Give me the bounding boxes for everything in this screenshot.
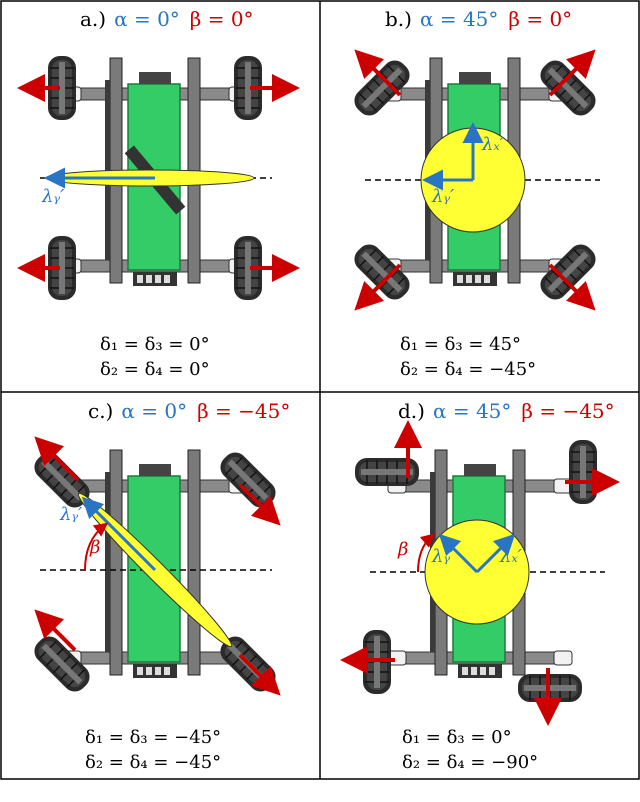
panel-d-title: d.)α = 45°β = −45° (398, 399, 615, 423)
lambda-arrow (475, 533, 516, 574)
panel-b-title: b.)α = 45°β = 0° (385, 7, 572, 31)
panel-c-title: c.)α = 0°β = −45° (88, 399, 290, 423)
force-arrows (34, 436, 281, 696)
angle-arc (417, 533, 436, 573)
angle-label: β (397, 539, 408, 560)
panel-d-eq2: δ₂ = δ₄ = −90° (402, 752, 538, 773)
lambda-arrow (438, 533, 479, 574)
angle-label: β (89, 537, 100, 558)
panel-b-eq2: δ₂ = δ₄ = −45° (400, 359, 536, 380)
lambda-label: λᵧ′ (431, 186, 454, 207)
panel-a-eq2: δ₂ = δ₄ = 0° (100, 359, 210, 380)
force-arrows (17, 74, 300, 282)
lambda-label: λᵧ′ (431, 546, 454, 567)
panel-a: a.)α = 0°β = 0° λᵧ′ δ₁ = δ₃ = 0° δ₂ = δ₄… (17, 7, 300, 380)
lambda-label: λₓ′ (499, 546, 522, 567)
panel-b: b.)α = 45°β = 0° λₓ′ λᵧ′ δ₁ = δ₃ = 45° δ… (348, 7, 602, 380)
panel-d: d.)α = 45°β = −45° λᵧ′ λₓ′ β δ₁ = δ₃ = 0… (340, 399, 620, 773)
lambda-label: λₓ′ (481, 134, 504, 155)
lambda-arrow (81, 496, 157, 572)
force-arrows (340, 420, 620, 726)
wheel (568, 439, 598, 505)
force-arrows (354, 49, 596, 311)
panel-a-title: a.)α = 0°β = 0° (80, 7, 254, 31)
panel-a-eq1: δ₁ = δ₃ = 0° (100, 334, 210, 355)
lambda-label: λᵧ′ (59, 504, 82, 525)
panel-c-eq1: δ₁ = δ₃ = −45° (85, 727, 221, 748)
lambda-label: λᵧ′ (41, 186, 64, 207)
panel-c-eq2: δ₂ = δ₄ = −45° (85, 752, 221, 773)
angle-arc (84, 522, 109, 571)
panel-d-eq1: δ₁ = δ₃ = 0° (402, 727, 512, 748)
panel-c: c.)α = 0°β = −45° λᵧ′ β δ₁ = δ₃ = −45° δ… (28, 399, 290, 773)
panel-b-eq1: δ₁ = δ₃ = 45° (400, 334, 521, 355)
